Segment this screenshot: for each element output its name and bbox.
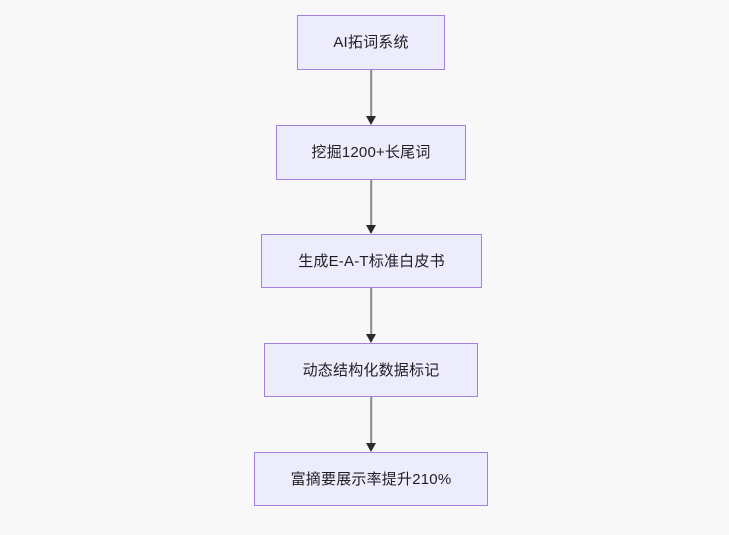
flow-connector-2 bbox=[361, 180, 381, 234]
flow-node-label: 挖掘1200+长尾词 bbox=[311, 144, 431, 161]
connector-line bbox=[370, 180, 372, 226]
connector-line bbox=[370, 70, 372, 117]
arrow-down-icon bbox=[366, 443, 376, 452]
flow-node-ai-keyword-system[interactable]: AI拓词系统 bbox=[297, 15, 445, 70]
flow-node-label: 富摘要展示率提升210% bbox=[290, 470, 452, 488]
flow-node-label: 动态结构化数据标记 bbox=[302, 361, 440, 379]
flow-node-dynamic-structured-data-markup[interactable]: 动态结构化数据标记 bbox=[264, 343, 478, 397]
flow-connector-1 bbox=[361, 70, 381, 125]
arrow-down-icon bbox=[366, 116, 376, 125]
arrow-down-icon bbox=[366, 334, 376, 343]
arrow-down-icon bbox=[366, 225, 376, 234]
flow-connector-4 bbox=[361, 397, 381, 452]
connector-line bbox=[370, 397, 372, 444]
flow-node-label: 生成E-A-T标准白皮书 bbox=[298, 252, 445, 270]
flow-connector-3 bbox=[361, 288, 381, 343]
flow-node-rich-snippet-impression-lift[interactable]: 富摘要展示率提升210% bbox=[254, 452, 488, 506]
connector-line bbox=[370, 288, 372, 335]
flow-node-generate-eat-whitepaper[interactable]: 生成E-A-T标准白皮书 bbox=[261, 234, 482, 288]
flow-node-label: AI拓词系统 bbox=[333, 34, 409, 51]
flow-node-mine-longtail-keywords[interactable]: 挖掘1200+长尾词 bbox=[276, 125, 466, 180]
